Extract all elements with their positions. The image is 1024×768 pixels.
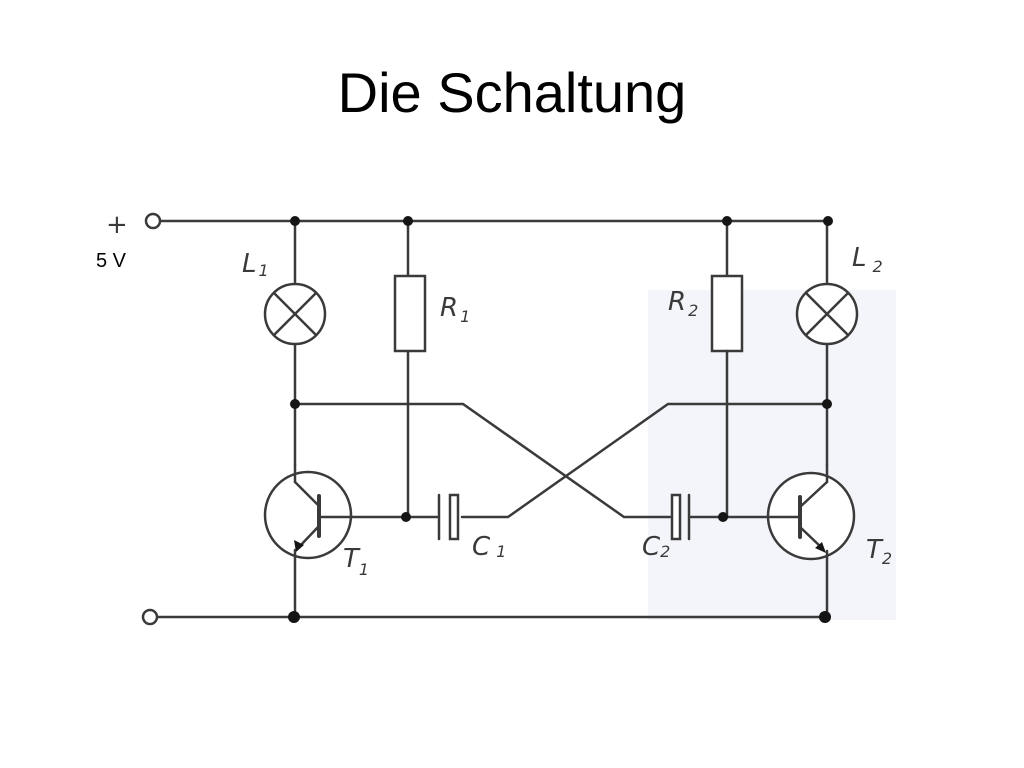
slide-title: Die Schaltung (337, 61, 687, 124)
ground-terminal (141, 608, 159, 626)
scan-shading (648, 290, 896, 620)
label-t2: T2 (866, 535, 892, 568)
capacitor-c2 (670, 493, 691, 541)
cross-wire-right-collector (460, 402, 829, 519)
transistor-t1 (263, 463, 354, 560)
label-t1: T1 (343, 544, 369, 579)
cross-wire-left-collector (293, 402, 672, 519)
supply-voltage-label: 5 V (96, 250, 127, 272)
positive-terminal (144, 212, 162, 230)
resistor-r1 (393, 274, 427, 353)
plus-sign: + (106, 210, 128, 240)
label-c2: C2 (642, 532, 670, 562)
lamp-l1 (263, 282, 327, 346)
resistor-r2 (710, 274, 744, 353)
capacitor-c1 (437, 493, 460, 541)
transistor-t2 (766, 463, 856, 561)
junction-dots (288, 216, 833, 623)
lamp-l2 (795, 282, 859, 346)
